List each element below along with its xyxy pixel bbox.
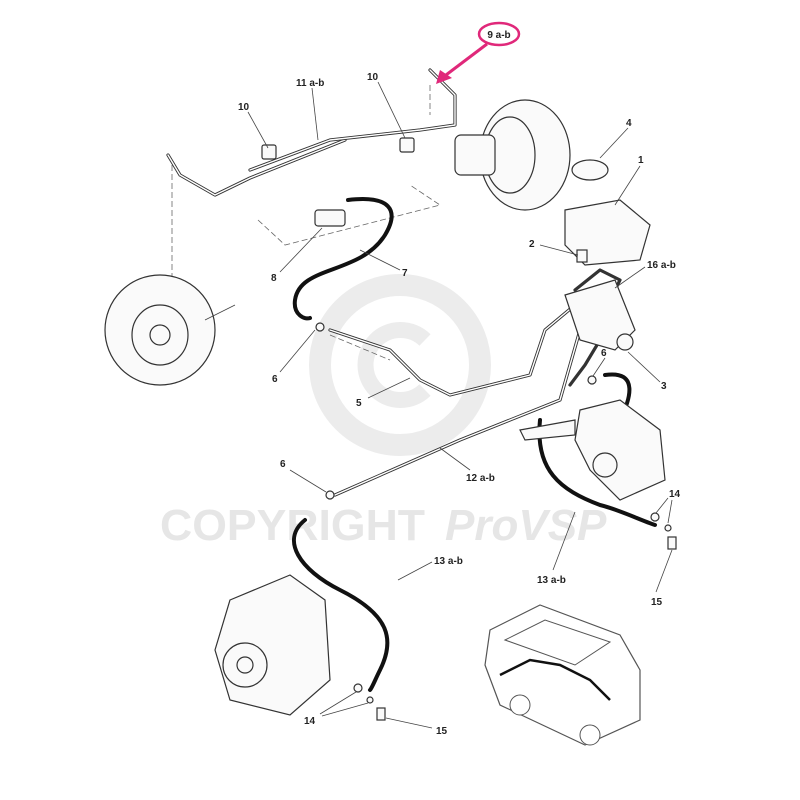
callout-label: 3 [661, 381, 667, 392]
callout-label: 15 [436, 726, 448, 737]
callout-label: 9 a-b [487, 30, 510, 41]
callout-label: 10 [238, 102, 250, 113]
callout-label: 6 [272, 374, 278, 385]
callout-label: 6 [280, 459, 286, 470]
copyright-symbol [357, 322, 431, 408]
callout-labels: 11 a-b 10 10 4 1 2 16 a-b 8 7 6 5 3 6 6 … [238, 72, 681, 737]
assembly-guides [171, 85, 441, 361]
callout-label: 2 [529, 239, 535, 250]
fitting-clips [261, 137, 677, 721]
front-left-wheel-hub [104, 274, 236, 386]
callout-label: 12 a-b [466, 473, 495, 484]
arrow-head-icon [436, 70, 452, 84]
callout-label: 1 [638, 155, 644, 166]
vehicle-thumbnail [484, 604, 641, 746]
callout-label: 15 [651, 597, 663, 608]
callout-label: 7 [402, 268, 408, 279]
rigid-brake-pipes [166, 68, 622, 497]
callout-label: 14 [669, 489, 681, 500]
watermark-brand: ProVSP [445, 501, 607, 550]
callout-label: 11 a-b [296, 78, 324, 89]
callout-label: 14 [304, 716, 316, 727]
callout-leaders [247, 81, 673, 729]
callout-label: 16 a-b [647, 260, 676, 271]
rear-left-wheel-hub [214, 574, 331, 716]
master-cylinder [564, 279, 636, 351]
servo-booster [454, 99, 571, 211]
callout-label: 13 a-b [537, 575, 566, 586]
highlighted-callout-9ab: 9 a-b [436, 21, 521, 84]
callout-label: 8 [271, 273, 277, 284]
copyright-watermark: COPYRIGHT ProVSP [160, 274, 607, 550]
callout-label: 6 [601, 348, 607, 359]
rear-right-caliper [519, 399, 666, 501]
callout-label: 4 [626, 118, 632, 129]
callout-label: 5 [356, 398, 362, 409]
callout-label: 10 [367, 72, 379, 83]
callout-label: 13 a-b [434, 556, 463, 567]
brake-fluid-reservoir [564, 159, 651, 266]
